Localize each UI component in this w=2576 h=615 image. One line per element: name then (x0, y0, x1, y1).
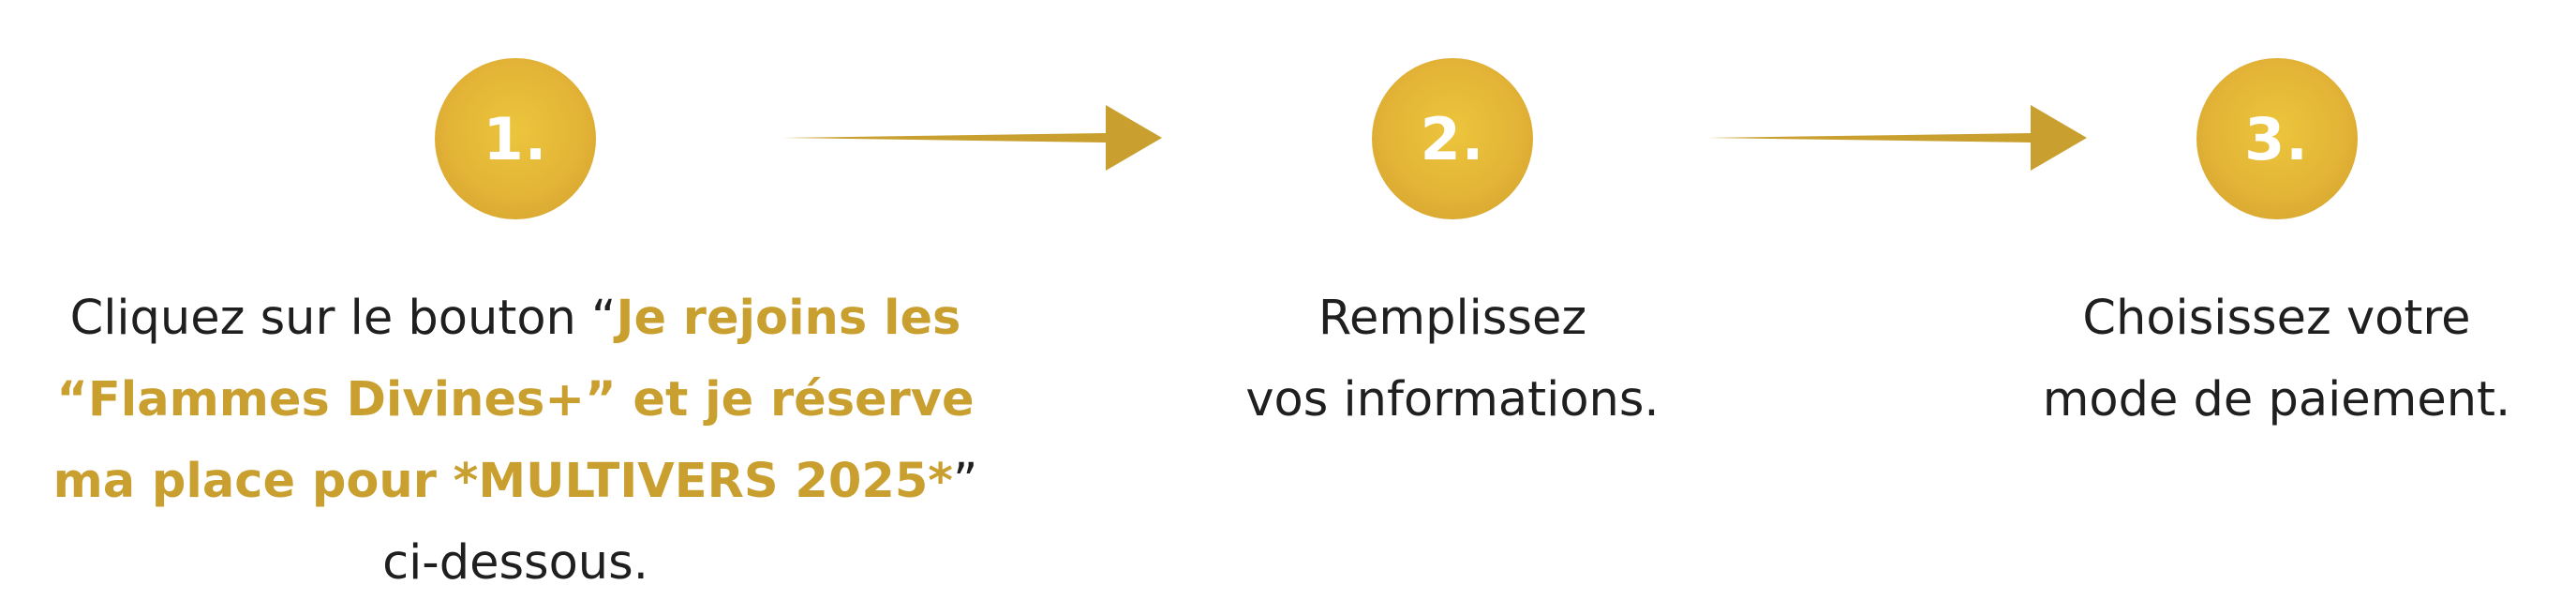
step-1-line-3-highlight: ma place pour *MULTIVERS 2025* (52, 454, 953, 509)
step-2-instruction: Remplissez vos informations. (1245, 278, 1659, 441)
step-1-line-1-highlight: Je rejoins les (616, 291, 961, 346)
arrow-right-icon (782, 105, 1162, 171)
step-2: 2. Remplissez vos informations. (1162, 0, 1743, 441)
step-1: 1. Cliquez sur le bouton “Je rejoins les… (0, 0, 1031, 604)
step-1-number-circle: 1. (435, 58, 596, 219)
step-1-line-4-text: ci-dessous. (382, 535, 648, 591)
step-3-number: 3. (2244, 104, 2309, 173)
step-1-line-1-text: Cliquez sur le bouton “ (69, 291, 617, 346)
step-1-instruction: Cliquez sur le bouton “Je rejoins les “F… (53, 278, 978, 604)
step-2-line-1: Remplissez (1318, 291, 1587, 346)
step-1-line-3: ma place pour *MULTIVERS 2025*” (53, 441, 978, 522)
step-3-instruction: Choisissez votre mode de paiement. (2043, 278, 2511, 441)
step-1-line-4: ci-dessous. (53, 522, 978, 604)
step-3-line-1: Choisissez votre (2082, 291, 2471, 346)
step-1-line-2-highlight: “Flammes Divines+” et je réserve (56, 372, 975, 428)
arrow-right-icon (1707, 105, 2087, 171)
step-1-line-1: Cliquez sur le bouton “Je rejoins les (53, 278, 978, 359)
step-2-number: 2. (1420, 104, 1485, 173)
step-1-line-3-text: ” (952, 454, 978, 509)
step-2-line-2: vos informations. (1245, 372, 1660, 428)
step-1-line-2: “Flammes Divines+” et je réserve (53, 359, 978, 441)
step-2-number-circle: 2. (1372, 58, 1533, 219)
step-3-line-2: mode de paiement. (2042, 372, 2511, 428)
step-3: 3. Choisissez votre mode de paiement. (1977, 0, 2576, 441)
step-3-number-circle: 3. (2196, 58, 2358, 219)
step-1-number: 1. (483, 104, 548, 173)
